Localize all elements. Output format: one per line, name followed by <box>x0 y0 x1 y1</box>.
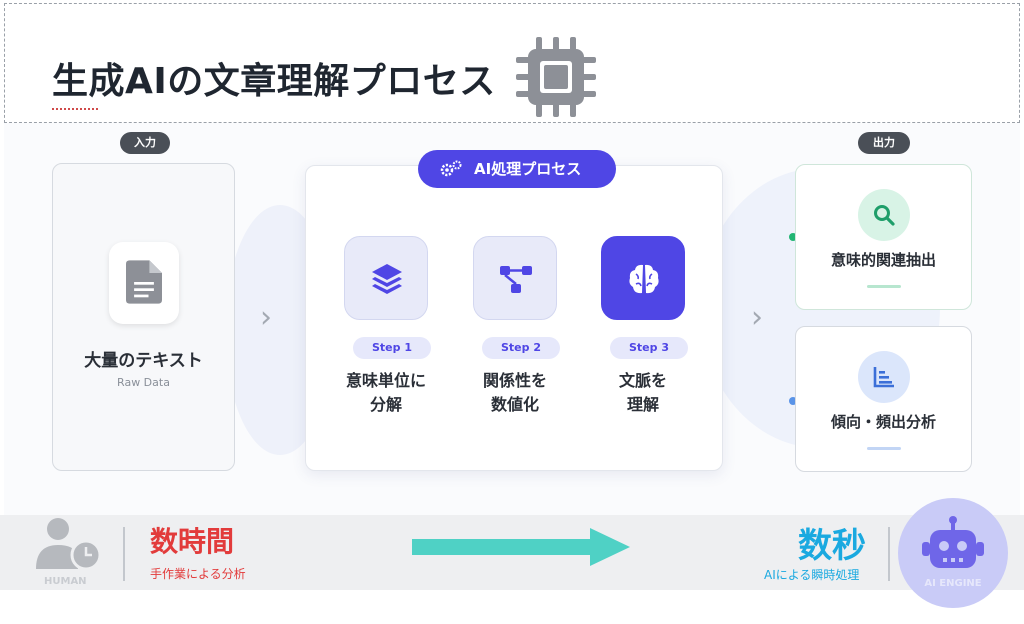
output-2-title: 傾向・頻出分析 <box>830 413 936 431</box>
page-title: 生成AIの文章理解プロセス <box>52 52 496 110</box>
step-3-label: 文脈を 理解 <box>588 369 698 417</box>
output-2-bar <box>867 447 901 450</box>
search-icon <box>874 205 895 226</box>
divider <box>123 527 125 581</box>
human-note: 手作業による分析 <box>150 567 246 581</box>
output-card-2: 傾向・頻出分析 <box>795 326 972 472</box>
title-area <box>4 3 1020 123</box>
ai-engine-label: AI ENGINE <box>924 578 982 589</box>
step-3-label-line2: 理解 <box>626 395 659 414</box>
input-card: 大量のテキスト Raw Data <box>52 163 235 471</box>
step-3-badge: Step 3 <box>610 337 688 359</box>
input-subtitle: Raw Data <box>117 376 170 389</box>
gears-icon <box>440 160 462 177</box>
step-3-label-line1: 文脈を <box>618 371 667 390</box>
ai-note: AIによる瞬時処理 <box>764 568 860 582</box>
step-1-badge: Step 1 <box>353 337 431 359</box>
step-2-label-line2: 数値化 <box>490 395 539 414</box>
output-2-icon-circle <box>858 351 910 403</box>
page-title-text: 生成AIの文章理解プロセス <box>52 61 496 102</box>
step-1-tile <box>344 236 428 320</box>
output-1-title: 意味的関連抽出 <box>830 251 936 269</box>
output-badge: 出力 <box>858 132 910 154</box>
connector-dot <box>789 233 797 241</box>
document-tile <box>109 242 179 324</box>
robot-icon <box>922 516 984 568</box>
ai-engine-badge: AI ENGINE <box>898 498 1008 608</box>
process-header: AI処理プロセス <box>418 150 616 188</box>
connector-dot <box>789 397 797 405</box>
step-2-label-line1: 関係性を <box>482 371 547 390</box>
human-time: 数時間 <box>150 525 235 558</box>
step-1-label: 意味単位に 分解 <box>331 369 441 417</box>
step-1-label-line2: 分解 <box>369 395 402 414</box>
diagram-icon <box>500 266 532 293</box>
human-label: HUMAN <box>44 576 87 587</box>
divider <box>888 527 890 581</box>
footer-area <box>0 590 1024 624</box>
spellcheck-underline <box>52 106 98 110</box>
output-1-bar <box>867 285 901 288</box>
document-icon <box>126 260 162 304</box>
output-1-icon-circle <box>858 189 910 241</box>
step-3-tile <box>601 236 685 320</box>
input-badge: 入力 <box>120 132 170 154</box>
step-1-label-line1: 意味単位に <box>345 371 426 390</box>
step-2-tile <box>473 236 557 320</box>
arrow-right-icon <box>412 528 630 566</box>
step-2-label: 関係性を 数値化 <box>460 369 570 417</box>
output-card-1: 意味的関連抽出 <box>795 164 972 310</box>
brain-icon <box>629 264 659 294</box>
chip-icon <box>516 37 596 117</box>
layers-icon <box>372 264 402 294</box>
chevron-right-icon: › <box>260 300 272 335</box>
step-2-badge: Step 2 <box>482 337 560 359</box>
ai-time: 数秒 <box>798 526 866 566</box>
chevron-right-icon: › <box>751 300 763 335</box>
chart-icon <box>873 367 894 388</box>
person-clock-icon <box>36 518 102 571</box>
input-title: 大量のテキスト <box>84 351 203 371</box>
process-header-label: AI処理プロセス <box>474 160 582 178</box>
